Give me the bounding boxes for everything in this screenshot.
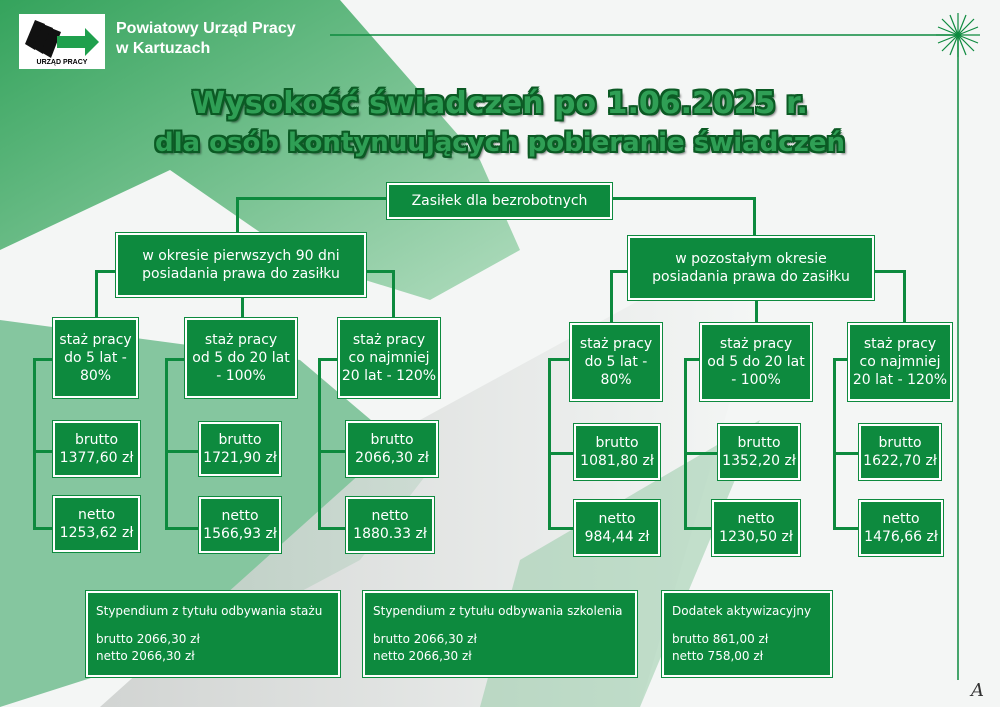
netto-label: netto [882, 511, 920, 527]
brutto-label: brutto [595, 435, 639, 451]
page-title: Wysokość świadczeń po 1.06.2025 r. [192, 86, 808, 121]
netto-label: netto [77, 507, 116, 523]
label-line: co najmniej [348, 350, 430, 366]
stipend-title: Stypendium z tytułu odbywania stażu [96, 604, 323, 618]
left-col1-brutto: brutto 1377,60 zł [53, 421, 140, 477]
training-stipend-box: Stypendium z tytułu odbywania szkolenia … [363, 591, 637, 677]
right-heading-line-2: posiadania prawa do zasiłku [652, 269, 850, 285]
left-heading-line-2: posiadania prawa do zasiłku [142, 266, 340, 282]
brutto-label: brutto [74, 432, 119, 448]
brutto-value: 1721,90 zł [203, 450, 277, 466]
label-line: od 5 do 20 lat [707, 354, 805, 370]
label-line: - 100% [731, 372, 781, 388]
right-col3-label: staż pracy co najmniej 20 lat - 120% [848, 323, 952, 401]
netto-label: netto [221, 508, 259, 524]
brutto-label: brutto [878, 435, 922, 451]
left-col2-label: staż pracy od 5 do 20 lat - 100% [185, 318, 297, 398]
label-line: do 5 lat - [584, 354, 648, 370]
netto-value: 1566,93 zł [203, 526, 277, 542]
logo-graphic [25, 20, 99, 58]
left-heading-line-1: w okresie pierwszych 90 dni [142, 248, 340, 264]
right-col3-brutto: brutto 1622,70 zł [859, 424, 941, 480]
stipend-netto: netto 2066,30 zł [96, 649, 195, 663]
signature-mark: A [971, 680, 984, 701]
label-line: staż pracy [863, 336, 937, 352]
netto-label: netto [598, 511, 636, 527]
label-line: 20 lat - 120% [852, 372, 948, 388]
label-line: staż pracy [59, 332, 132, 348]
allowance-netto: netto 758,00 zł [672, 649, 764, 663]
stipend-title: Stypendium z tytułu odbywania szkolenia [373, 604, 623, 618]
label-line: 80% [79, 368, 112, 384]
label-line: 20 lat - 120% [341, 368, 437, 384]
brutto-label: brutto [218, 432, 262, 448]
allowance-title: Dodatek aktywizacyjny [672, 604, 812, 618]
left-heading-box: w okresie pierwszych 90 dni posiadania p… [116, 233, 366, 297]
org-line-2: w Kartuzach [116, 40, 211, 57]
netto-label: netto [737, 511, 775, 527]
label-line: co najmniej [859, 354, 941, 370]
label-line: staż pracy [719, 336, 793, 352]
label-line: od 5 do 20 lat [192, 350, 290, 366]
label-line: - 100% [216, 368, 266, 384]
brutto-value: 2066,30 zł [355, 450, 429, 466]
label-line: do 5 lat - [64, 350, 127, 366]
brutto-value: 1352,20 zł [722, 453, 796, 469]
brutto-label: brutto [737, 435, 781, 451]
left-col2-netto: netto 1566,93 zł [199, 497, 281, 553]
netto-value: 1880.33 zł [353, 526, 427, 542]
org-line-1: Powiatowy Urząd Pracy [116, 20, 296, 37]
left-col3-brutto: brutto 2066,30 zł [346, 421, 438, 477]
right-col2-brutto: brutto 1352,20 zł [718, 424, 800, 480]
netto-value: 1253,62 zł [59, 525, 134, 541]
page-subtitle: dla osób kontynuujących pobieranie świad… [154, 128, 845, 158]
right-heading-box: w pozostałym okresie posiadania prawa do… [628, 236, 874, 300]
label-line: staż pracy [579, 336, 653, 352]
brutto-value: 1377,60 zł [59, 450, 134, 466]
stipend-brutto: brutto 2066,30 zł [373, 632, 477, 646]
allowance-brutto: brutto 861,00 zł [672, 632, 769, 646]
left-col3-netto: netto 1880.33 zł [346, 497, 434, 553]
right-col1-brutto: brutto 1081,80 zł [574, 424, 660, 480]
netto-value: 984,44 zł [584, 529, 650, 545]
left-col1-netto: netto 1253,62 zł [53, 496, 140, 552]
left-col3-label: staż pracy co najmniej 20 lat - 120% [338, 318, 440, 398]
label-line: 80% [600, 372, 632, 388]
right-col2-label: staż pracy od 5 do 20 lat - 100% [700, 323, 812, 401]
netto-value: 1230,50 zł [719, 529, 793, 545]
label-line: staż pracy [204, 332, 278, 348]
right-col1-netto: netto 984,44 zł [574, 500, 660, 556]
organization-name: Powiatowy Urząd Pracy w Kartuzach [116, 19, 296, 59]
right-heading-line-1: w pozostałym okresie [675, 251, 827, 267]
label-line: staż pracy [352, 332, 426, 348]
brutto-value: 1081,80 zł [580, 453, 654, 469]
right-col2-netto: netto 1230,50 zł [712, 500, 800, 556]
logo-text: URZĄD PRACY [36, 59, 88, 66]
netto-label: netto [371, 508, 409, 524]
stipend-brutto: brutto 2066,30 zł [96, 632, 200, 646]
left-col2-brutto: brutto 1721,90 zł [199, 422, 281, 476]
left-col1-label: staż pracy do 5 lat - 80% [53, 318, 138, 398]
brutto-value: 1622,70 zł [863, 453, 937, 469]
activation-allowance-box: Dodatek aktywizacyjny brutto 861,00 zł n… [662, 591, 832, 677]
root-box: Zasiłek dla bezrobotnych [387, 183, 612, 219]
brutto-label: brutto [370, 432, 414, 448]
right-col3-netto: netto 1476,66 zł [859, 500, 943, 556]
netto-value: 1476,66 zł [864, 529, 938, 545]
right-col1-label: staż pracy do 5 lat - 80% [570, 323, 662, 401]
internship-stipend-box: Stypendium z tytułu odbywania stażu brut… [86, 591, 340, 677]
stipend-netto: netto 2066,30 zł [373, 649, 472, 663]
pup-logo: URZĄD PRACY [19, 14, 105, 69]
sparkle-icon [936, 13, 980, 57]
